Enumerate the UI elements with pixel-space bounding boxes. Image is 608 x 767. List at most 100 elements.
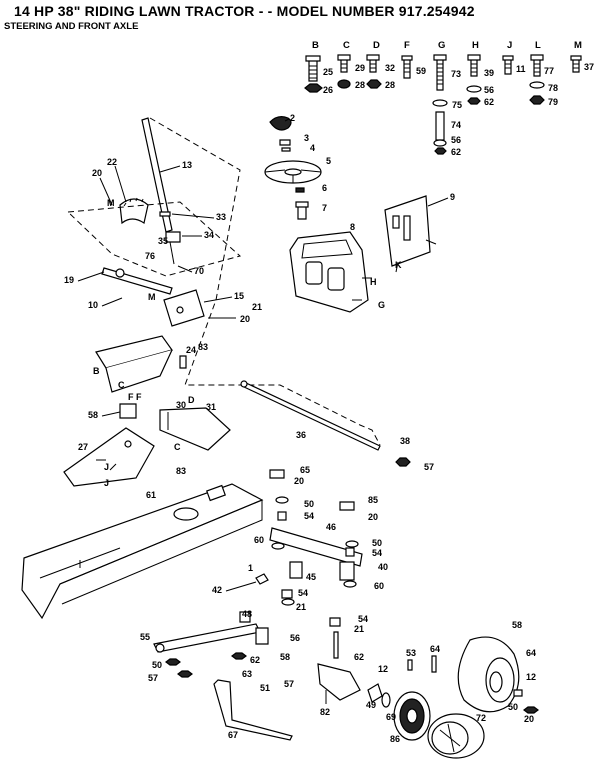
hardware-header-d: D	[373, 40, 380, 51]
part-label: 62	[484, 97, 494, 107]
hardware-header-g: G	[438, 40, 445, 51]
hardware-header-c: C	[343, 40, 350, 51]
hardware-header-h: H	[472, 40, 479, 51]
part-label: 13	[182, 160, 192, 170]
part-label: 4	[310, 143, 315, 153]
part-label: 20	[368, 512, 378, 522]
part-letter: J	[104, 478, 109, 488]
part-letter: C	[174, 442, 181, 452]
part-label: 28	[355, 80, 365, 90]
part-label: 62	[354, 652, 364, 662]
part-label: 38	[400, 436, 410, 446]
part-letter: F	[136, 392, 142, 402]
hardware-bolt-g: G 73 75 74 56 62	[432, 40, 462, 157]
part-label: 51	[260, 683, 270, 693]
mount-bracket: 30 31 D C	[159, 395, 231, 452]
part-label: 46	[326, 522, 336, 532]
right-spindle: 54 21 62 49 82	[317, 614, 376, 717]
part-label: 54	[298, 588, 308, 598]
part-label: 72	[476, 713, 486, 723]
part-label: 20	[240, 314, 250, 324]
part-label: 35	[158, 236, 168, 246]
hardware-bolt-c: C 29 28	[337, 40, 365, 90]
part-letter: J	[104, 462, 109, 472]
part-label: 6	[322, 183, 327, 193]
part-label: 33	[216, 212, 226, 222]
part-label: 40	[378, 562, 388, 572]
front-wheel-assembly: 53 64 12 86 69 72 58 64 12 50 20	[367, 620, 539, 759]
part-letter: F	[128, 392, 134, 402]
hardware-bolt-l: L 77 78 79	[529, 40, 558, 107]
part-label: 26	[323, 85, 333, 95]
part-label: 78	[548, 83, 558, 93]
part-label: 20	[294, 476, 304, 486]
part-label: 19	[64, 275, 74, 285]
part-label: 45	[306, 572, 316, 582]
hardware-bolt-h: H 39 56 62	[466, 40, 494, 107]
part-label: 63	[242, 669, 252, 679]
part-label: 8	[350, 222, 355, 232]
hardware-header-f: F	[404, 40, 410, 51]
part-label: 12	[526, 672, 536, 682]
part-label: 61	[146, 490, 156, 500]
part-label: 62	[250, 655, 260, 665]
diagram-subtitle: STEERING AND FRONT AXLE	[4, 21, 139, 32]
part-label: 57	[148, 673, 158, 683]
hardware-header-j: J	[507, 40, 512, 51]
dash-console: 8 H G	[289, 222, 385, 313]
left-spindle: 55 48 56 58 50 62 63 57 57 51 67	[140, 609, 300, 741]
part-label: 79	[548, 97, 558, 107]
part-label: 58	[88, 410, 98, 420]
part-letter: C	[118, 380, 125, 390]
part-label: 49	[366, 700, 376, 710]
part-label: 58	[512, 620, 522, 630]
part-label: 50	[372, 538, 382, 548]
part-label: 36	[296, 430, 306, 440]
part-label: 83	[198, 342, 208, 352]
part-label: 39	[484, 68, 494, 78]
part-label: 70	[194, 266, 204, 276]
tie-rod: 36 38 57	[240, 380, 434, 472]
part-label: 76	[145, 251, 155, 261]
part-label: 32	[385, 63, 395, 73]
part-label: 21	[354, 624, 364, 634]
part-label: 82	[320, 707, 330, 717]
part-label: 12	[378, 664, 388, 674]
part-label: 60	[254, 535, 264, 545]
tractor-frame	[21, 483, 264, 620]
part-label: 34	[204, 230, 214, 240]
part-label: 42	[212, 585, 222, 595]
hardware-header-l: L	[535, 40, 541, 51]
hardware-bolt-f: F 59	[401, 40, 426, 79]
part-label: 21	[296, 602, 306, 612]
part-label: 20	[524, 714, 534, 724]
part-label: 31	[206, 402, 216, 412]
part-label: 50	[152, 660, 162, 670]
part-label: 73	[451, 69, 461, 79]
part-letter: M	[148, 292, 156, 302]
part-label: 69	[386, 712, 396, 722]
part-label: 15	[234, 291, 244, 301]
part-label: 2	[290, 113, 295, 123]
part-label: 55	[140, 632, 150, 642]
part-letter: H	[370, 277, 377, 287]
part-letter: G	[378, 300, 385, 310]
part-label: 25	[323, 67, 333, 77]
part-label: 74	[451, 120, 461, 130]
part-label: 67	[228, 730, 238, 740]
hardware-bolt-j: J 11	[502, 40, 526, 75]
part-label: 50	[304, 499, 314, 509]
part-label: 9	[450, 192, 455, 202]
part-label: 48	[242, 609, 252, 619]
part-label: 30	[176, 400, 186, 410]
part-label: 7	[322, 203, 327, 213]
dashed-outline	[149, 117, 381, 446]
part-label: 54	[304, 511, 314, 521]
part-label: 37	[584, 62, 594, 72]
part-label: 85	[368, 495, 378, 505]
part-label: 56	[484, 85, 494, 95]
drag-link: 19 10 M 15 21 20	[64, 267, 262, 327]
part-letter: D	[188, 395, 195, 405]
part-label: 10	[88, 300, 98, 310]
